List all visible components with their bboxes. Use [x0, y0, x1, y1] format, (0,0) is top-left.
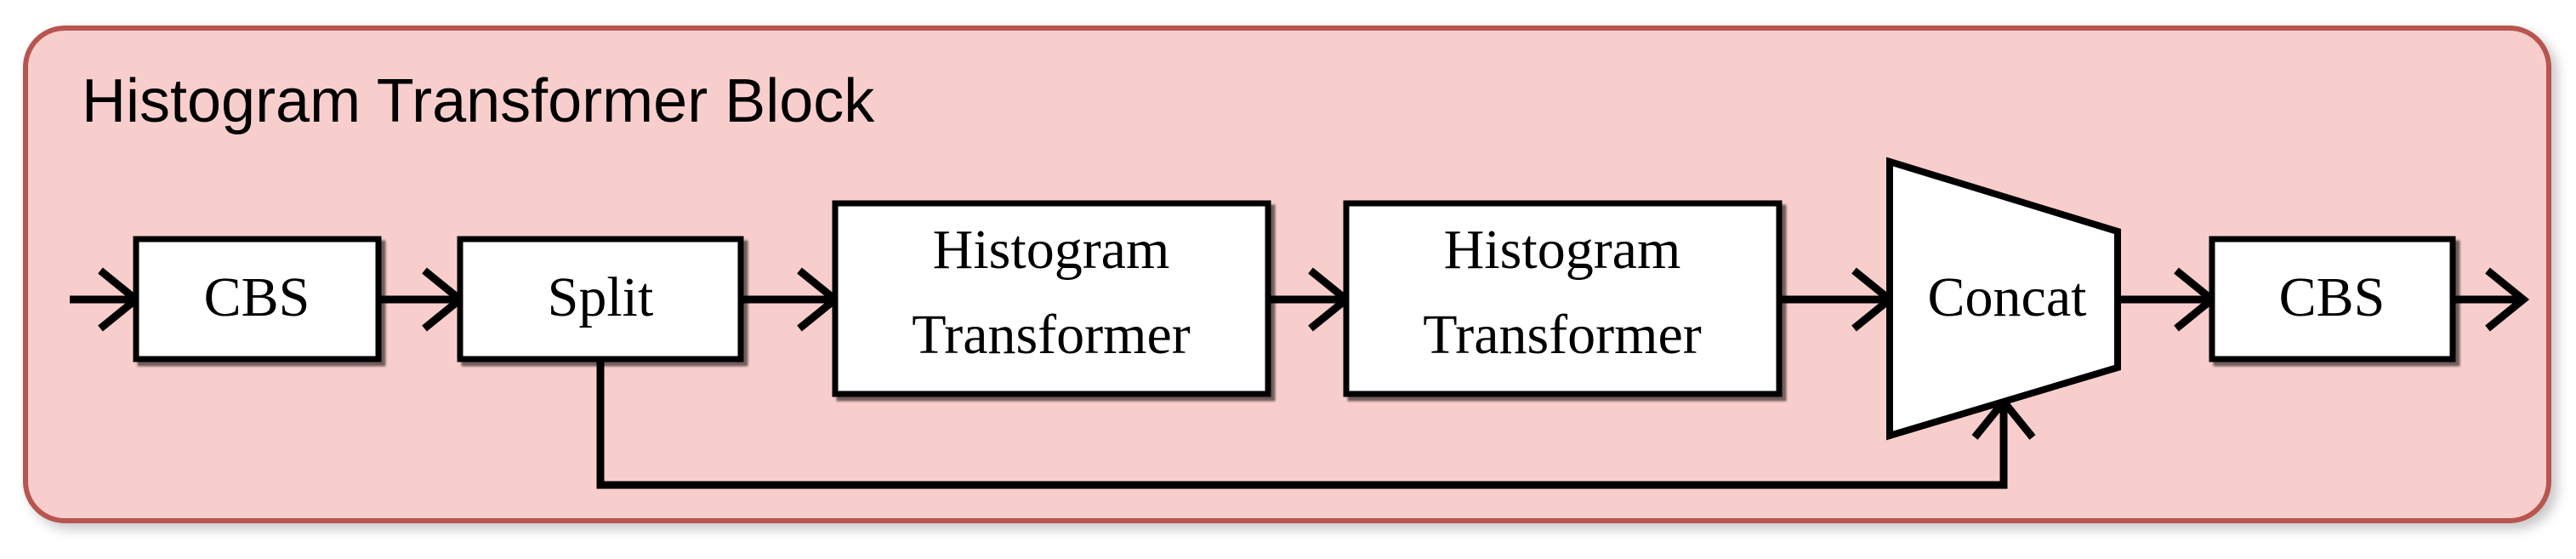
histogram-transformer-block-container[interactable]: Histogram Transformer Block [23, 26, 2551, 523]
node-split-box [457, 236, 744, 362]
node-cbs-out[interactable]: CBS [2209, 236, 2456, 362]
node-histogram-transformer-1-box [832, 200, 1271, 397]
node-histogram-transformer-2-label-line2: Transformer [1423, 304, 1702, 366]
node-histogram-transformer-2-label-line1: Histogram [1444, 219, 1681, 281]
node-concat-label: Concat [1928, 266, 2087, 328]
node-cbs-out-label: CBS [2279, 266, 2386, 328]
node-histogram-transformer-2[interactable]: Histogram Transformer [1343, 200, 1783, 397]
node-histogram-transformer-1-label-line1: Histogram [933, 219, 1170, 281]
node-cbs-in-label: CBS [204, 266, 310, 328]
node-histogram-transformer-2-box [1343, 200, 1783, 397]
node-histogram-transformer-1-label-line2: Transformer [912, 304, 1191, 366]
skip-connection-path [596, 359, 2008, 489]
arrowhead-output-icon [2485, 267, 2530, 332]
block-title: Histogram Transformer Block [82, 67, 875, 135]
node-split-label: Split [548, 266, 654, 328]
node-cbs-out-box [2209, 236, 2456, 362]
node-cbs-in[interactable]: CBS [133, 236, 382, 362]
node-histogram-transformer-1[interactable]: Histogram Transformer [832, 200, 1271, 397]
edge-cbs-out-to-output [2453, 267, 2530, 332]
node-split[interactable]: Split [457, 236, 744, 362]
node-cbs-in-box [133, 236, 382, 362]
node-concat-trapezoid [1886, 157, 2121, 441]
node-concat[interactable]: Concat [1886, 157, 2121, 441]
